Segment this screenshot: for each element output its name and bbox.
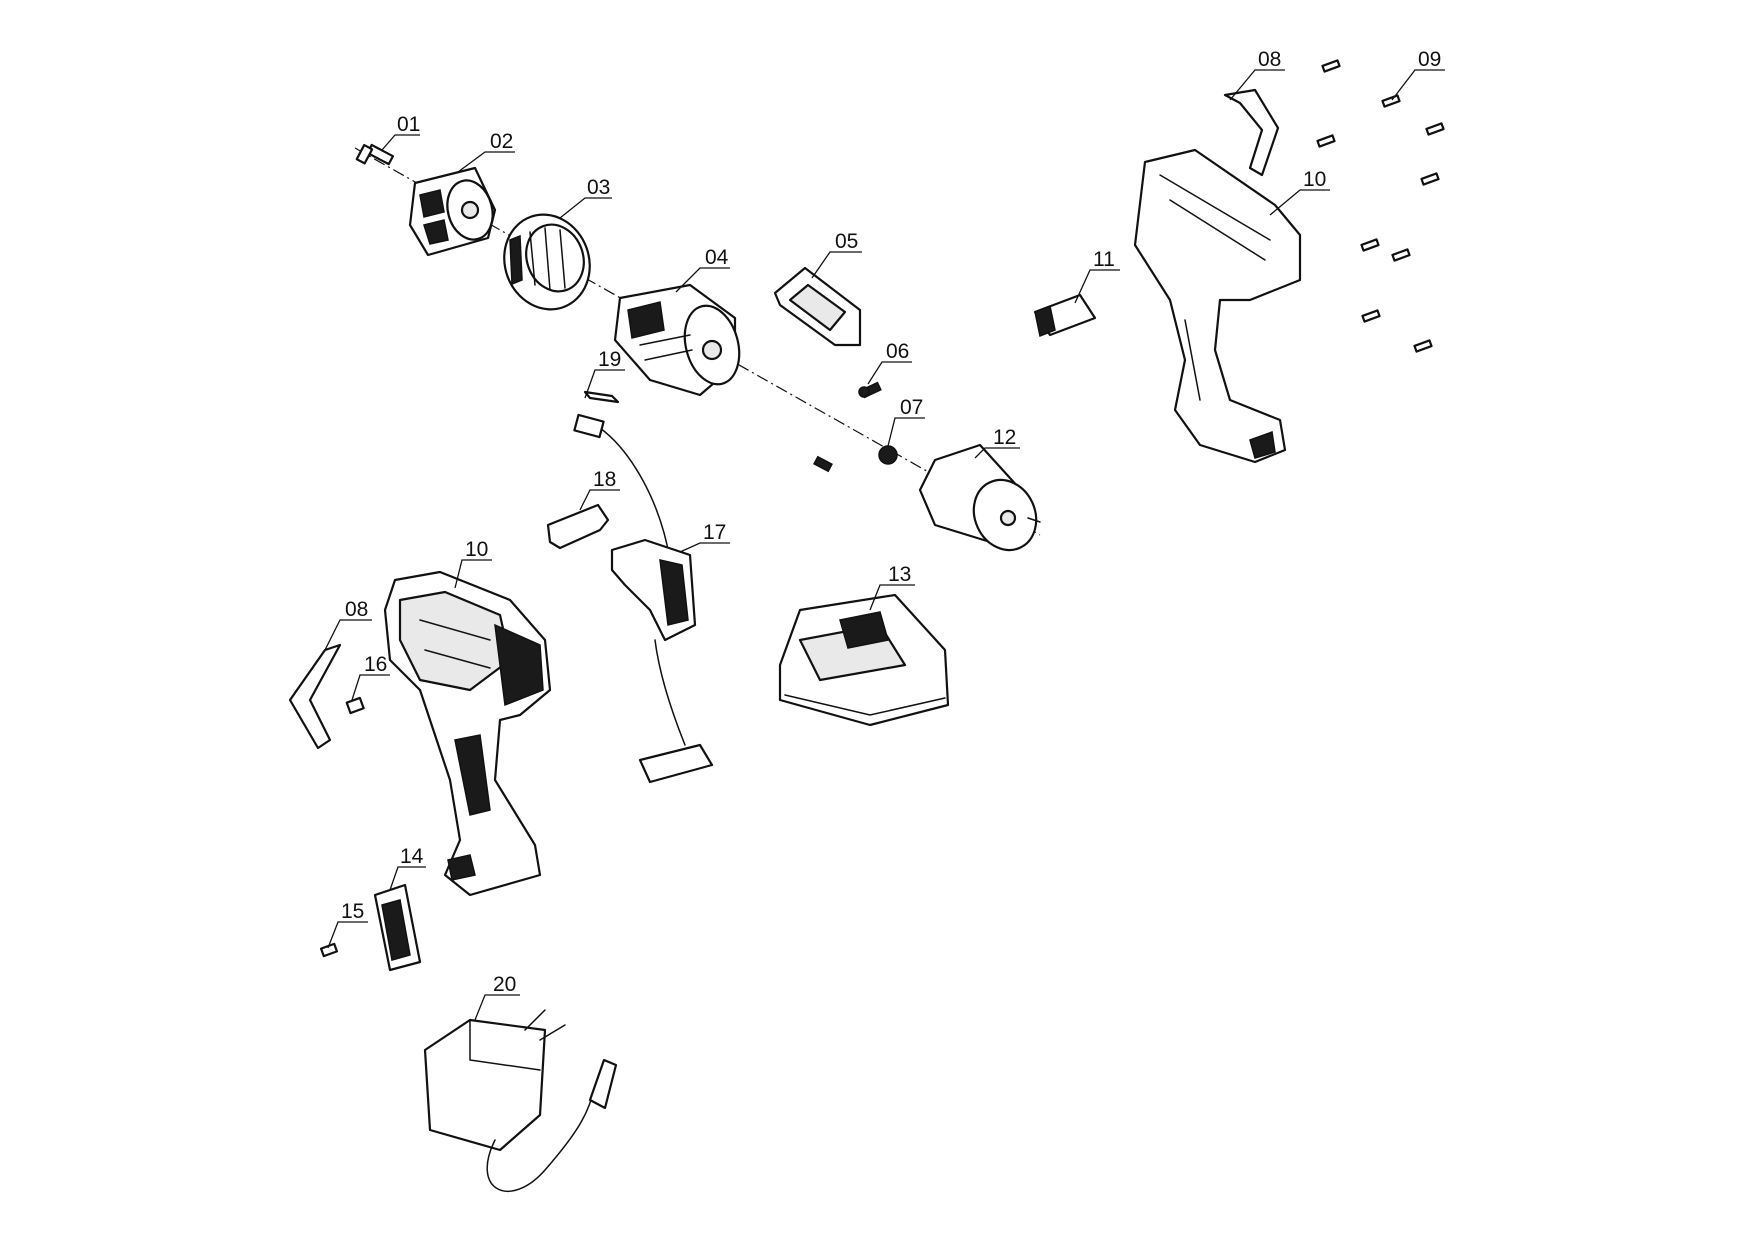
label-part-15: 15 [341, 900, 364, 923]
part-12-motor [918, 443, 1041, 552]
part-09-screws [1316, 59, 1445, 353]
label-part-10-right: 10 [1303, 168, 1326, 191]
label-part-10-left: 10 [465, 538, 488, 561]
label-part-05: 05 [835, 230, 858, 253]
label-part-17: 17 [703, 521, 726, 544]
label-part-01: 01 [397, 113, 420, 136]
label-part-06: 06 [886, 340, 909, 363]
part-10-housing-right [1133, 148, 1302, 464]
part-10-housing-left [383, 570, 552, 897]
part-02-chuck [408, 166, 497, 257]
label-part-11: 11 [1093, 248, 1115, 271]
label-part-04: 04 [705, 246, 729, 269]
label-part-19: 19 [598, 348, 621, 371]
part-06-screw [858, 381, 882, 399]
part-05-slider [773, 266, 862, 347]
label-part-14: 14 [400, 845, 424, 868]
label-part-08-left: 08 [345, 598, 368, 621]
part-08-clip-left [288, 643, 342, 750]
label-part-12: 12 [993, 426, 1016, 449]
part-19-contact-clip [583, 390, 620, 404]
label-part-20: 20 [493, 973, 516, 996]
part-17-switch [573, 413, 714, 784]
part-18-bracket [546, 503, 610, 550]
part-04-gearbox [613, 283, 741, 397]
part-15-screw [319, 942, 339, 958]
part-20-charger [423, 1009, 618, 1192]
part-16-small-switch [345, 696, 365, 715]
label-part-09: 09 [1418, 48, 1441, 71]
part-14-cover [373, 883, 422, 972]
label-part-18: 18 [593, 468, 616, 491]
label-part-03: 03 [587, 176, 610, 199]
label-part-02: 02 [490, 130, 513, 153]
label-part-08-top: 08 [1258, 48, 1281, 71]
assembly-axis [354, 147, 1041, 536]
label-part-13: 13 [888, 563, 911, 586]
part-03-clutch-ring [503, 213, 591, 311]
part-08-clip-right [1223, 88, 1280, 177]
part-11-latch [1033, 293, 1097, 338]
part-01-chuck-screw [355, 143, 395, 166]
leader-lines [324, 69, 1445, 1021]
part-13-battery [778, 593, 950, 727]
part-07-pinion [813, 445, 898, 473]
label-part-07: 07 [900, 396, 923, 419]
label-part-16: 16 [364, 653, 387, 676]
